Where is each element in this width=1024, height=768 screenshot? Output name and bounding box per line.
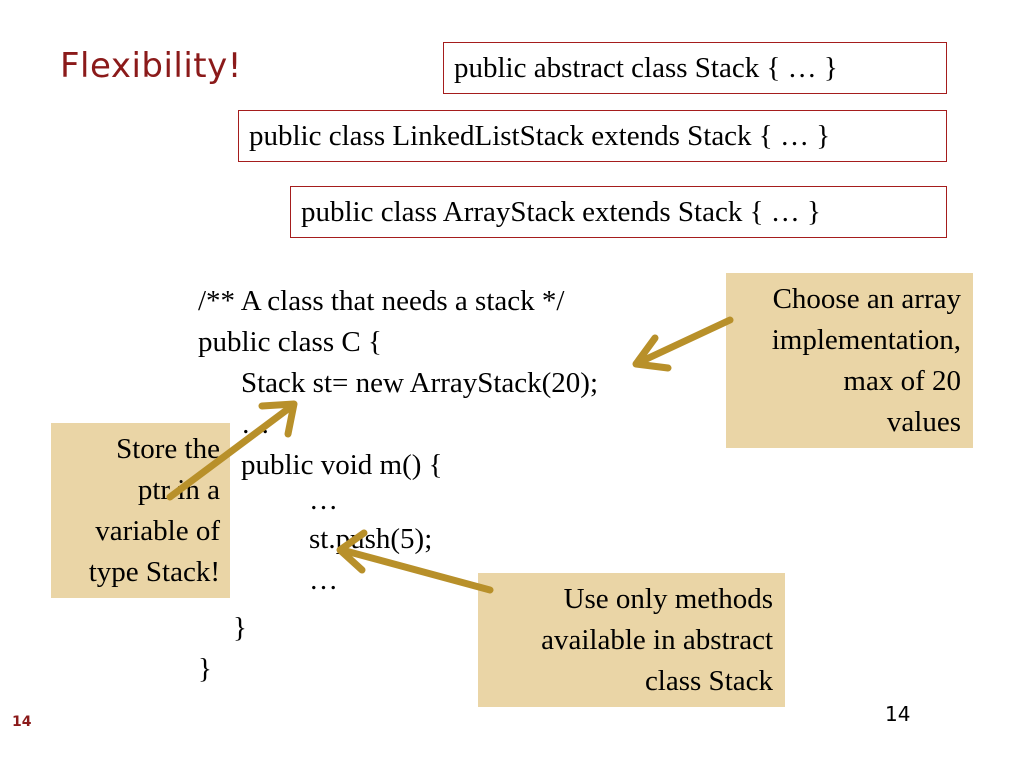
array-choice-note: Choose an array implementation, max of 2… [726,273,973,448]
arrow-to-push-call [336,529,494,594]
code-method-close-brace: } [233,612,247,644]
abstract-stack-box: public abstract class Stack { … } [443,42,947,94]
arrow-to-arraystack [632,316,734,372]
arrow-to-stack-type [166,400,298,501]
code-method-decl-line: public void m() { [241,449,443,481]
store-ptr-note: Store the ptr in a variable of type Stac… [51,423,230,598]
arraystack-box: public class ArrayStack extends Stack { … [290,186,947,238]
footer-page-number: 14 [12,714,32,730]
linkedliststack-box: public class LinkedListStack extends Sta… [238,110,947,162]
linkedliststack-text: public class LinkedListStack extends Sta… [249,119,831,152]
abstract-stack-text: public abstract class Stack { … } [454,51,838,84]
code-push-line: st.push(5); [309,523,433,555]
use-methods-note: Use only methods available in abstract c… [478,573,785,707]
code-class-close-brace: } [198,653,212,685]
page-number: 14 [885,702,911,726]
code-comment-line: /** A class that needs a stack */ [198,285,565,317]
slide-title: Flexibility! [60,46,242,86]
arraystack-text: public class ArrayStack extends Stack { … [301,195,821,228]
code-stack-field-line: Stack st= new ArrayStack(20); [241,367,599,399]
code-ellipsis-line: … [309,564,338,596]
code-class-decl-line: public class C { [198,326,382,358]
code-ellipsis-line: … [309,484,338,516]
